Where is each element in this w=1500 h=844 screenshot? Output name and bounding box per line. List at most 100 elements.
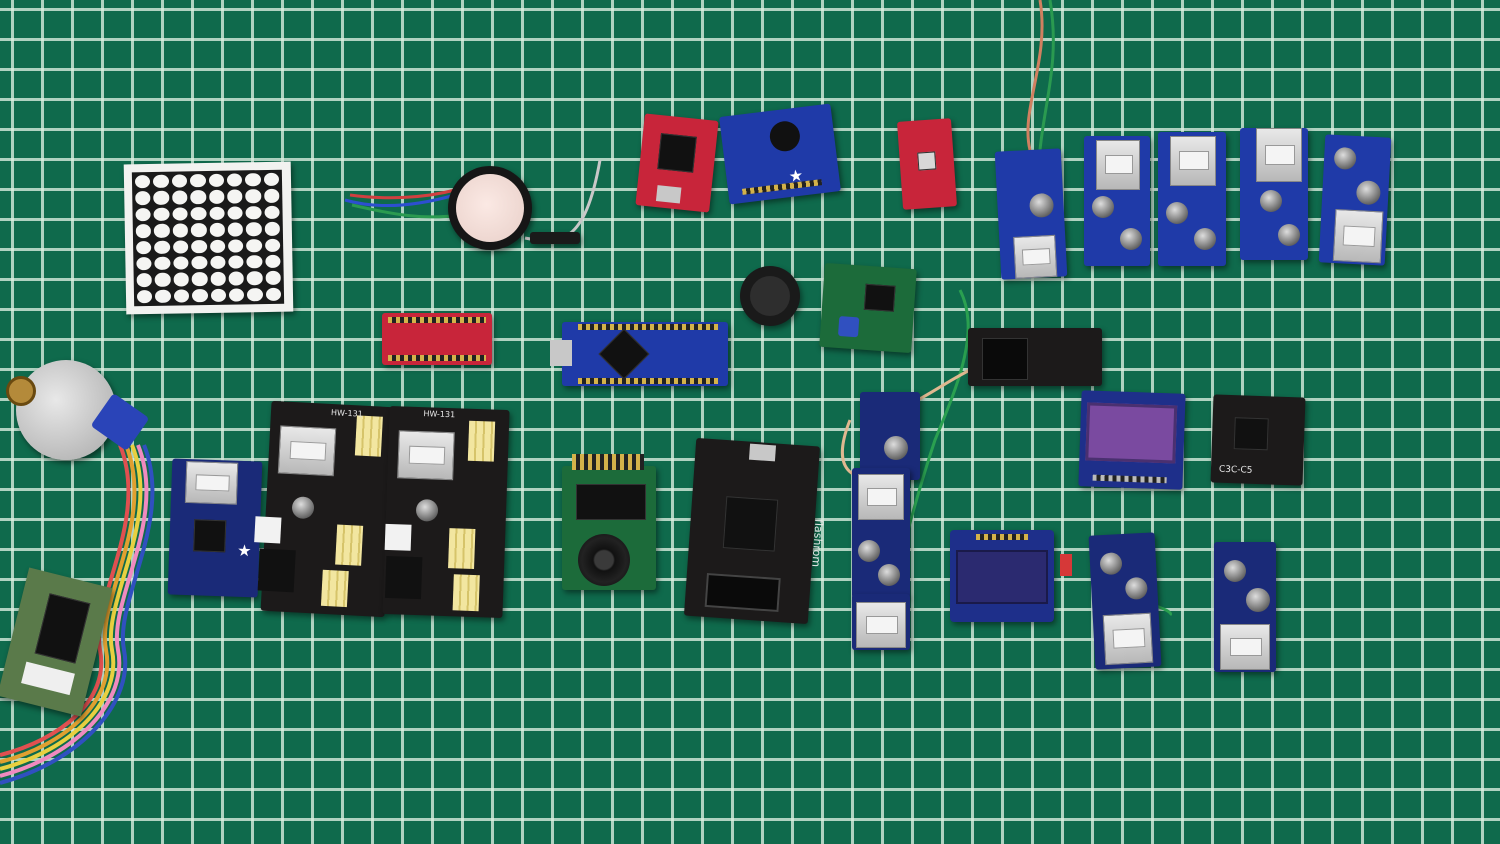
usb-port [184,460,239,505]
idc-connector [704,572,781,613]
usb-port [856,602,906,648]
led-dot [246,271,263,285]
power-switch [254,516,282,544]
mini-usb-connector [748,443,777,462]
capacitor [878,564,900,586]
sensor-breakout-blue: ★ [719,103,841,205]
usb-port [277,425,337,477]
star-logo-icon: ★ [236,540,252,561]
usb-boost-converter-6 [1088,532,1162,670]
usb-port [1096,140,1140,190]
capacitor [1278,224,1300,246]
led-dot [136,256,152,271]
led-dot [264,238,281,252]
led-dot [264,221,280,236]
sensor-chip [917,151,937,171]
header-pins-yellow [354,415,383,457]
led-dot [190,206,207,221]
led-dot [172,239,189,254]
usb-port [1256,128,1302,182]
barrel-jack [982,338,1028,380]
camera-lens [578,534,630,586]
led-dot [153,191,170,205]
breadboard-power-supply-left: HW-131 [254,400,396,618]
led-dot [155,289,171,303]
mini-usb-connector [655,185,682,204]
usb-port [397,430,455,481]
led-dot [263,189,280,203]
header-pins-yellow [320,569,349,608]
usb-port [1220,624,1270,670]
header-pins [741,179,823,195]
barrel-jack [257,548,296,593]
sensor-breakout-red-small [896,118,958,210]
piezo-buzzer [448,166,532,250]
potentiometer [837,316,860,338]
led-dot [246,238,262,253]
piezo-disc [456,174,524,242]
led-dot [228,255,244,269]
electret-microphone [740,266,800,326]
module-code-label: C3C-C5 [1218,464,1253,476]
buzzer-component [768,119,802,153]
regulator-chip [193,519,227,553]
header-pins [1092,474,1167,484]
buzzer-wire-tip [530,232,580,244]
usb-boost-converter-2 [1084,136,1150,266]
driver-connector [21,661,75,696]
led-dot [173,272,189,287]
capacitor [1260,190,1282,212]
usb-port [1170,136,1216,186]
led-dot [154,256,171,271]
capacitor [1120,228,1142,250]
capacitor [884,436,908,460]
led-dot [245,222,262,236]
led-dot [135,207,152,222]
header-pins [388,317,486,323]
led-dot [191,272,208,286]
motor-shaft [6,376,36,406]
microcontroller-chip [598,328,650,380]
led-dot [208,173,224,188]
header-pins [578,324,718,330]
usb-boost-converter-4 [1240,128,1308,260]
header-pins [572,454,644,470]
logic-level-shifter [382,313,492,365]
led-dot [226,173,243,188]
led-dot [247,287,263,302]
capacitor [1092,196,1114,218]
led-dot [227,238,244,253]
led-dot [154,240,171,254]
led-dot [208,206,225,221]
led-dot [154,272,171,287]
header-pins-yellow [467,420,496,462]
usb-boost-converter-1 [994,148,1068,280]
header-pins [578,378,718,384]
usb-boost-converter-7 [1214,542,1276,672]
led-matrix-dots [131,169,285,307]
led-dot [135,224,152,238]
led-dot [245,189,262,204]
ic-chip [657,133,697,173]
led-dot [173,256,189,270]
capacitor [1099,552,1123,576]
led-dot [171,190,188,205]
capacitor [415,498,439,522]
header-pins-yellow [452,574,480,612]
usb-serial-breakout [635,113,719,213]
led-dot [153,207,170,222]
camera-module [562,454,656,590]
led-dot [227,189,243,204]
led-dot [153,174,169,189]
led-dot [227,222,244,237]
usb-port [1332,208,1384,264]
led-dot [172,207,188,221]
led-dot [265,270,281,285]
header-pins-yellow [335,524,364,566]
led-dot [172,223,189,238]
power-switch [384,523,412,551]
barrel-jack-adapter [968,328,1102,386]
microphone-mesh [750,276,790,316]
usb-power-module-bottom [852,594,910,650]
